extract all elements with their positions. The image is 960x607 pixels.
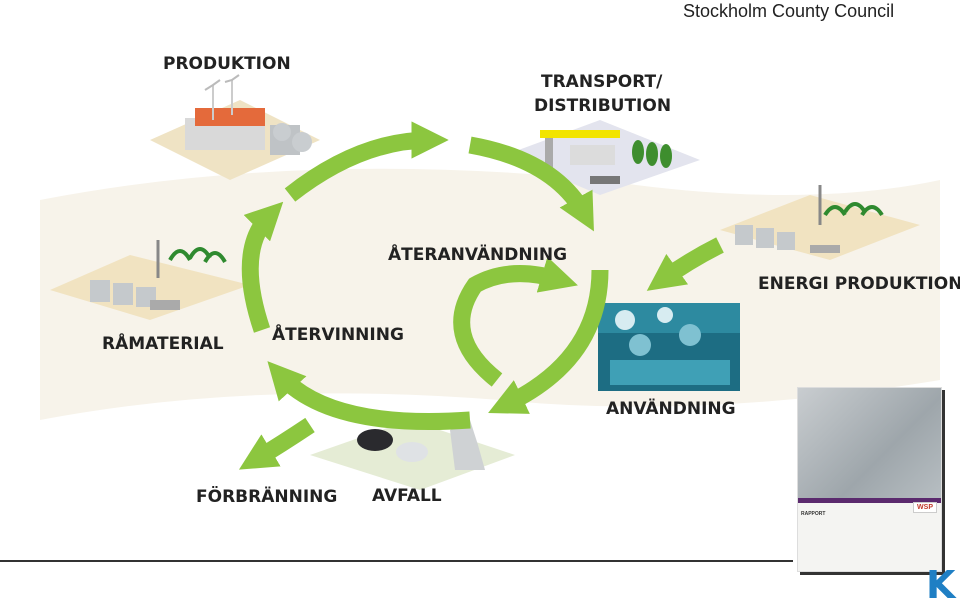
arrow-recycling-to-production: [241, 201, 284, 333]
transport-station-illustration: [505, 120, 700, 195]
arrow-waste-to-recycling: [267, 361, 471, 431]
report-cover-thumbnail: WSP RAPPORT: [797, 387, 942, 572]
label-anvandning: ANVÄNDNING: [606, 399, 736, 419]
county-council-logo: K: [926, 563, 956, 607]
arrow-to-incineration: [238, 417, 315, 470]
label-produktion: PRODUKTION: [163, 54, 291, 74]
arrow-production-to-transport: [284, 121, 449, 202]
instruments-photo: [798, 388, 941, 498]
report-kicker: RAPPORT: [801, 511, 826, 517]
label-distribution: DISTRIBUTION: [534, 96, 672, 116]
arrow-use-to-waste: [488, 269, 609, 414]
bottom-divider: [0, 560, 793, 562]
label-transport: TRANSPORT/: [541, 72, 663, 92]
wsp-logo: WSP: [913, 502, 937, 513]
energy-production-illustration: [720, 185, 920, 260]
waste-illustration: [310, 420, 515, 490]
label-ateranvandning: ÅTERANVÄNDNING: [388, 245, 568, 265]
organization-name: Stockholm County Council: [683, 1, 895, 21]
label-energi-produktion: ENERGI PRODUKTION: [758, 274, 960, 294]
raw-material-illustration: [50, 240, 250, 320]
arrow-reuse: [453, 256, 578, 387]
cycle-arrows: [238, 121, 724, 470]
label-avfall: AVFALL: [372, 486, 442, 506]
arrow-transport-to-use: [468, 136, 594, 232]
surgery-photo: [598, 303, 740, 391]
label-ramaterial: RÅMATERIAL: [102, 334, 224, 354]
label-forbranning: FÖRBRÄNNING: [196, 487, 338, 507]
production-plant-illustration: [150, 74, 320, 180]
arrow-energy-in: [646, 237, 724, 291]
report-accent-bar: [798, 498, 941, 503]
label-atervinning: ÅTERVINNING: [272, 325, 404, 345]
